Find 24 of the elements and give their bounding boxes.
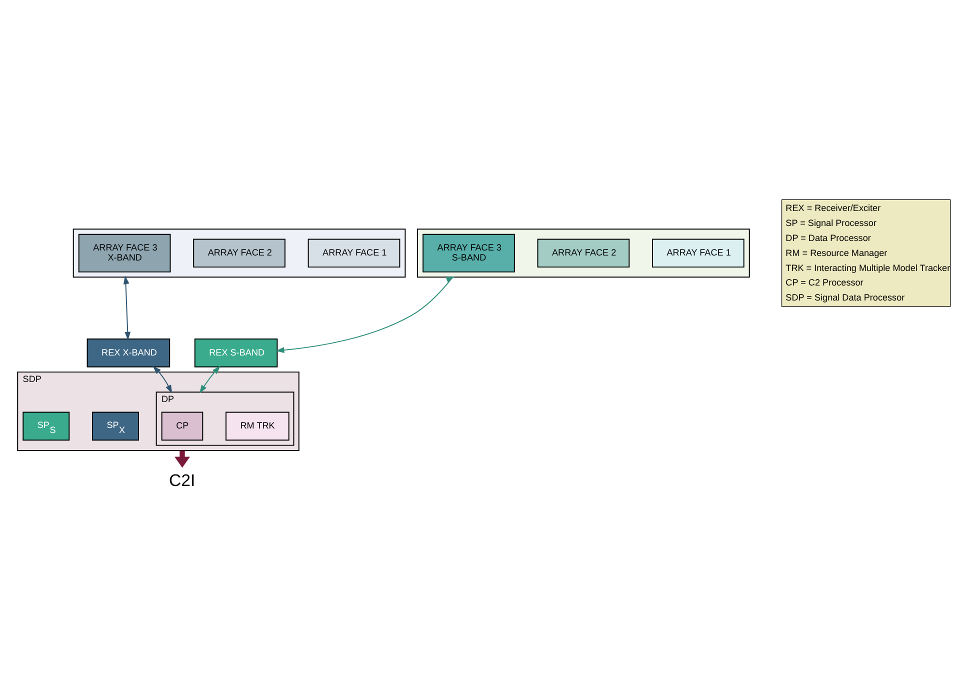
cluster	[72, 228, 406, 278]
node-box: ARRAY FACE 2	[536, 238, 630, 268]
node-box: CP	[160, 411, 203, 440]
label: REX = Receiver/Exciter	[785, 202, 880, 213]
arrow	[122, 275, 130, 340]
label: TRK = Interacting Multiple Model Tracker	[785, 262, 950, 272]
node-box: ARRAY FACE 1	[652, 238, 744, 268]
node-box: ARRAY FACE 2	[192, 238, 285, 268]
node-box: REX X-BAND	[86, 338, 170, 367]
label: RM = Resource Manager	[785, 247, 887, 258]
label: DP = Data Processor	[785, 232, 870, 242]
label: SDP = Signal Data Processor	[785, 292, 904, 302]
arrow	[152, 366, 172, 393]
cluster	[416, 228, 750, 278]
label: CP = C2 Processor	[785, 277, 863, 288]
node-box: ARRAY FACE 3 X-BAND	[78, 233, 170, 272]
node-text: C2I	[168, 470, 195, 490]
node-box: REX S-BAND	[194, 338, 278, 367]
arrow	[275, 276, 454, 353]
node-box: RM TRK	[225, 411, 289, 440]
label: SP = Signal Processor	[785, 218, 876, 228]
node-box: ARRAY FACE 1	[307, 238, 400, 268]
arrow	[198, 365, 220, 393]
node-box: ARRAY FACE 3 S-BAND	[422, 233, 514, 272]
